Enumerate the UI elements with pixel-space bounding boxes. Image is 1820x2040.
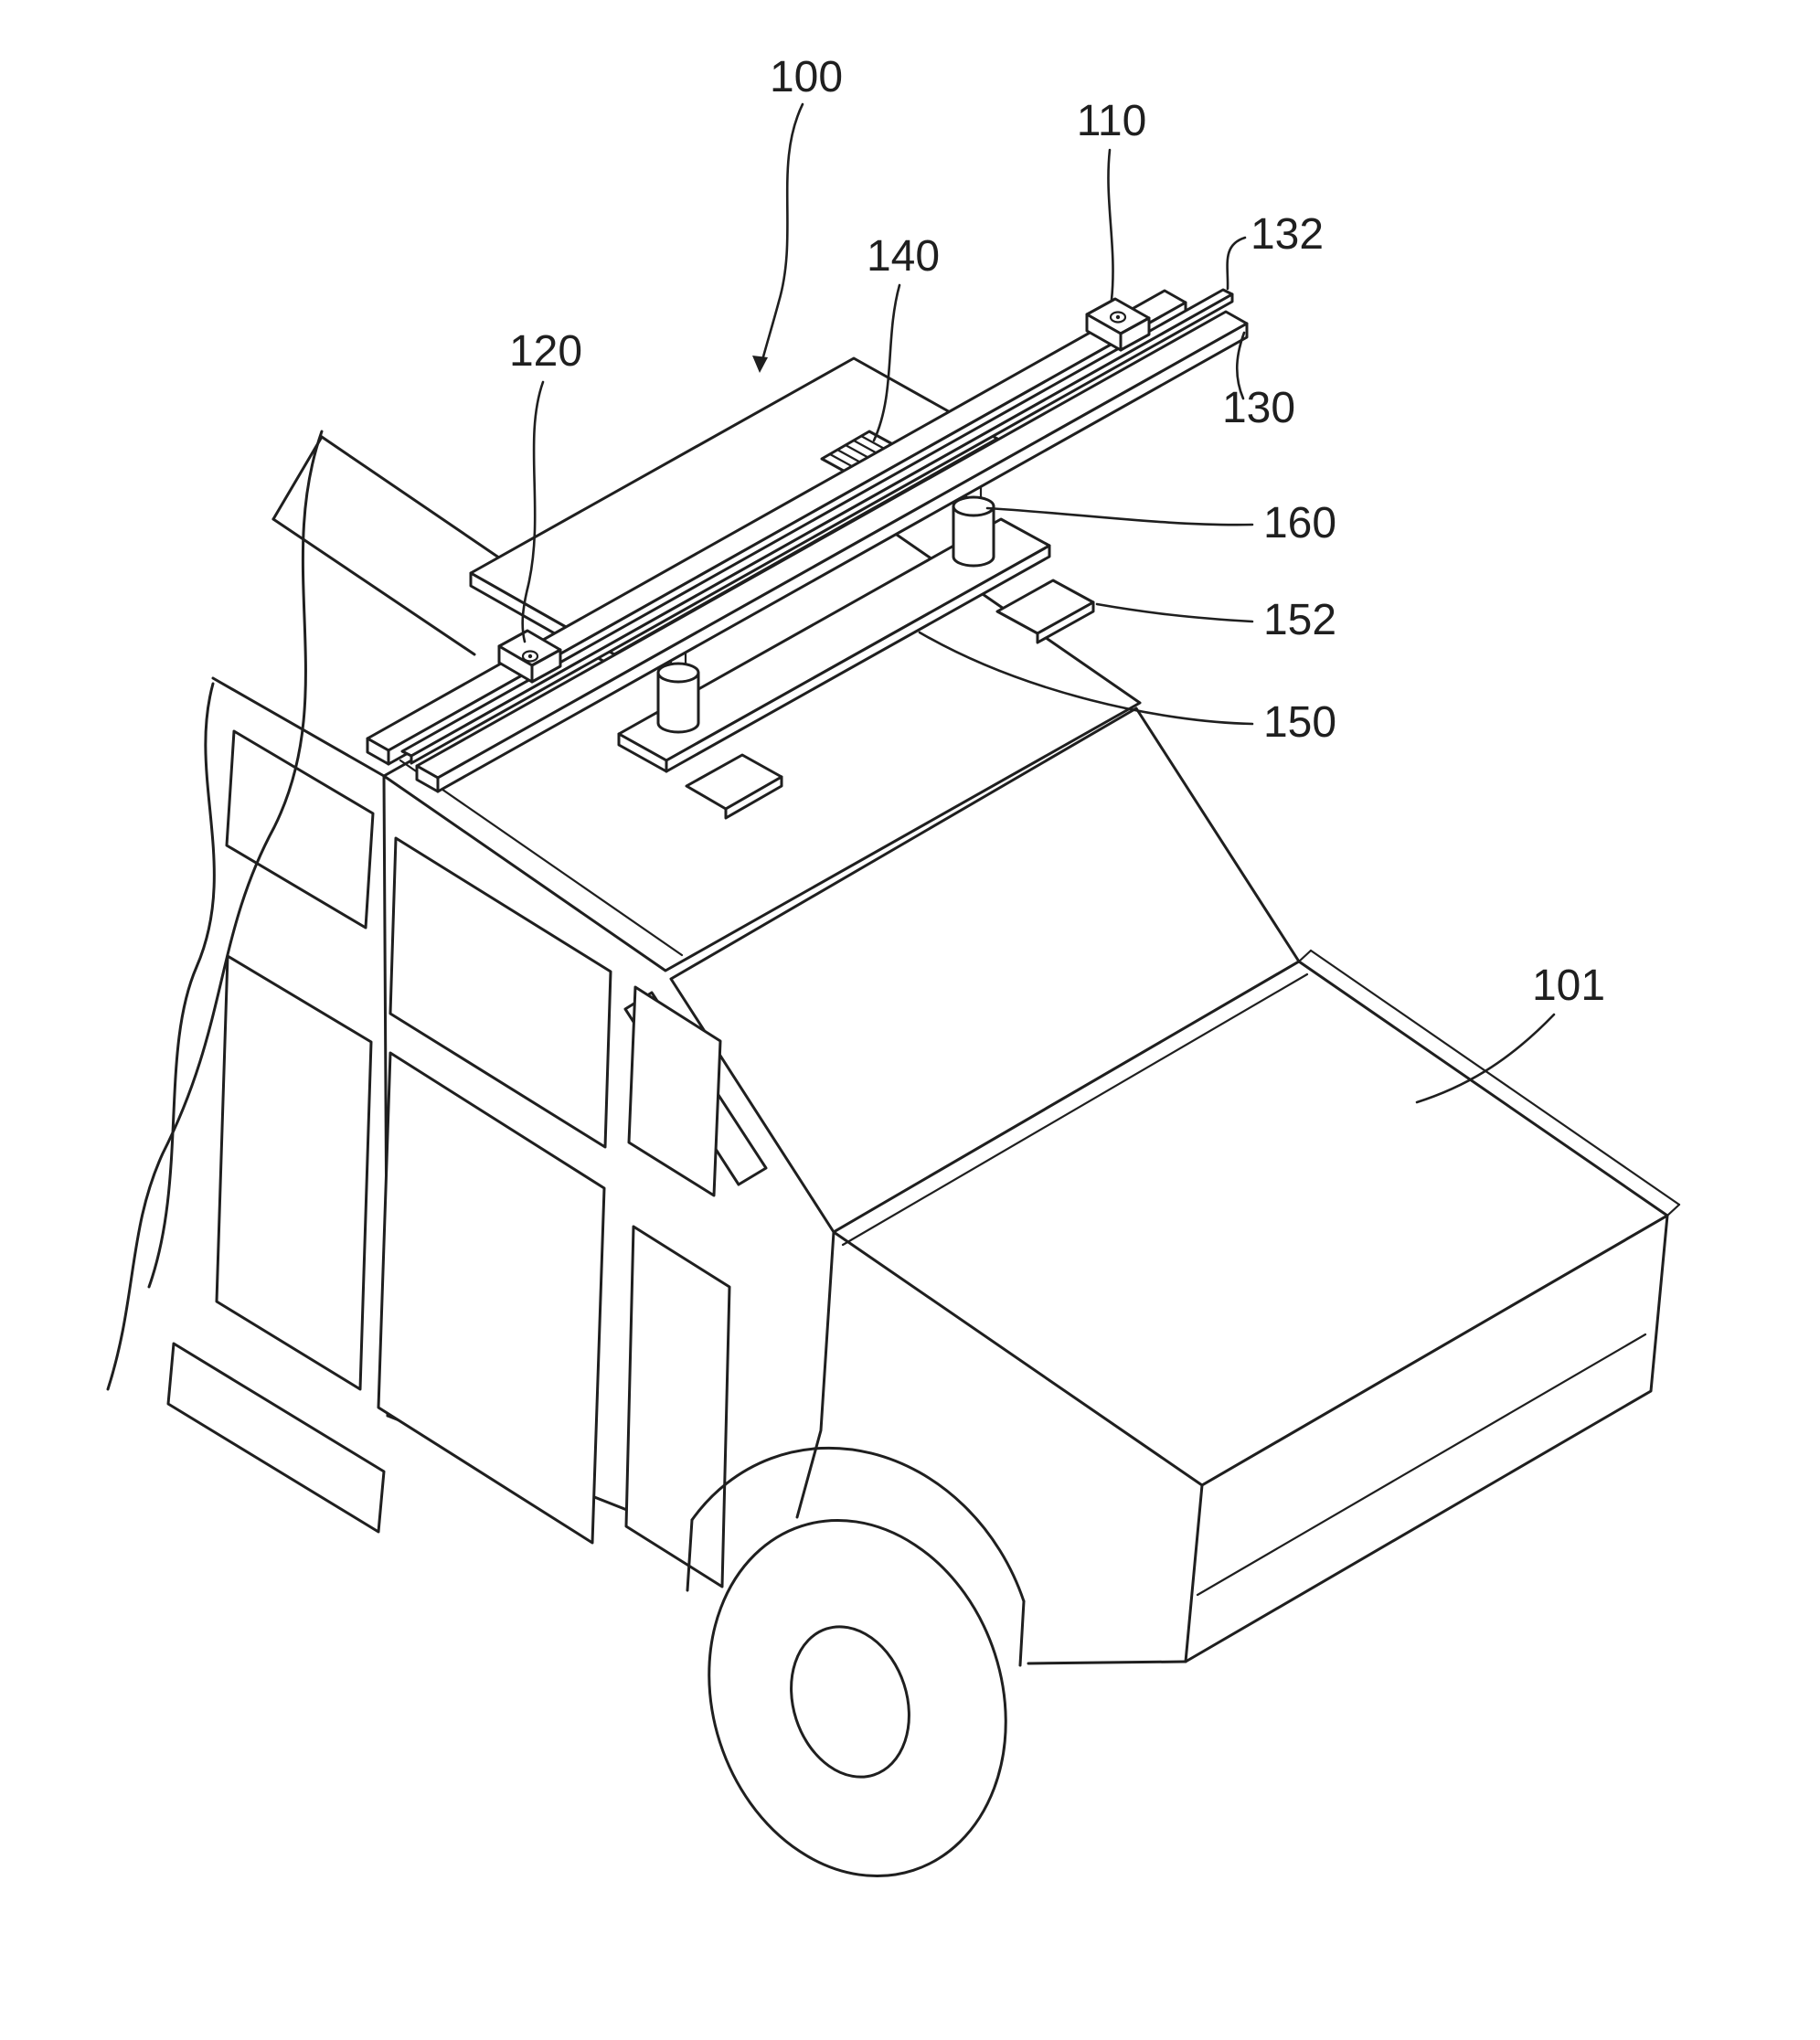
leader-110 xyxy=(1107,148,1114,302)
wheel-arch xyxy=(690,1446,1026,1603)
inner-strip-front xyxy=(410,292,1234,765)
ref-label-120: 120 xyxy=(509,327,582,376)
guide-rails xyxy=(366,288,1249,793)
cowl-line xyxy=(841,972,1309,1247)
leader-100 xyxy=(761,102,804,362)
rear-box-bottom-edge xyxy=(211,676,386,778)
rear-panel-upper xyxy=(225,729,375,930)
bumper-line xyxy=(1196,1333,1647,1597)
ref-label-101: 101 xyxy=(1532,962,1605,1010)
rear-door-panel xyxy=(377,1051,606,1545)
back-rail-end xyxy=(366,737,390,766)
leader-152 xyxy=(1095,602,1254,623)
leader-130 xyxy=(1235,331,1246,400)
leader-101 xyxy=(1415,1013,1556,1104)
leader-160 xyxy=(985,506,1254,526)
wheel-arch-left-edge xyxy=(686,1518,694,1592)
leader-150 xyxy=(918,631,1254,726)
right-cylinder-top xyxy=(952,495,995,517)
rear-box-corner-edge xyxy=(271,435,324,521)
ref-label-140: 140 xyxy=(867,232,940,281)
rear-box-top-edge-2 xyxy=(271,517,476,656)
break-line-upper xyxy=(106,430,324,1391)
foot-left-face xyxy=(724,775,783,820)
front-face xyxy=(1184,1214,1669,1663)
ref-label-110: 110 xyxy=(1077,97,1147,145)
vehicle-front-end xyxy=(832,949,1681,1665)
block-110-bolt-dot xyxy=(1115,314,1121,320)
left-cylinder-top xyxy=(656,662,700,684)
leader-132 xyxy=(1226,236,1247,291)
rear-side-window xyxy=(388,836,612,1149)
base-plate xyxy=(617,517,1051,773)
vehicle-rear-section xyxy=(106,430,550,1534)
base-plate-left xyxy=(617,732,668,773)
ref-label-152: 152 xyxy=(1263,596,1336,644)
front-side-window xyxy=(627,985,722,1197)
roof-apparatus xyxy=(366,288,1249,820)
wheel-hub xyxy=(790,1625,910,1779)
wheel-arch-right-edge xyxy=(1018,1599,1026,1667)
ref-label-130: 130 xyxy=(1222,384,1295,432)
front-wheel xyxy=(686,1446,1026,1878)
break-line-lower xyxy=(147,682,216,1289)
front-door-panel xyxy=(624,1225,731,1588)
carriage-blocks xyxy=(497,297,1151,684)
mounting-feet xyxy=(685,579,1095,820)
left-cylinder-body xyxy=(656,671,700,734)
block-120-bolt-dot xyxy=(527,653,533,659)
block-110-side xyxy=(1085,313,1123,352)
fender-top-line xyxy=(1309,949,1681,1206)
leader-140 xyxy=(872,283,901,442)
roof-edge-inner-line xyxy=(399,759,684,957)
fender-connector-front xyxy=(1666,1203,1681,1217)
rear-rocker-panel xyxy=(166,1342,386,1534)
lower-body-line xyxy=(1027,1660,1187,1665)
fender-connector-rear xyxy=(1297,949,1313,963)
rear-panel-lower xyxy=(215,954,373,1391)
vehicle-cab xyxy=(377,506,1301,1609)
annotations: 100 110 132 130 140 120 160 152 150 101 xyxy=(509,53,1605,1104)
vehicle-body xyxy=(106,430,1681,1878)
front-rail-end xyxy=(415,764,440,793)
ref-label-132: 132 xyxy=(1251,210,1324,259)
ref-label-100: 100 xyxy=(770,53,843,101)
ref-label-160: 160 xyxy=(1263,499,1336,547)
leader-100-arrowhead xyxy=(752,356,768,373)
block-120-side xyxy=(497,644,534,684)
right-cylinder-body xyxy=(952,505,995,568)
leader-120 xyxy=(521,380,545,643)
foot-right-face xyxy=(1036,600,1095,644)
ref-label-150: 150 xyxy=(1263,698,1336,747)
cowl-side-edge xyxy=(795,1230,835,1519)
